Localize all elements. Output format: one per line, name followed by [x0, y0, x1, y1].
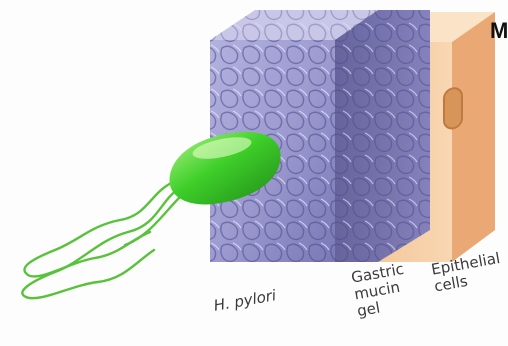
flagellum-3: [125, 195, 182, 245]
flagellum-2: [22, 188, 180, 298]
flagellum-1: [24, 180, 178, 276]
flagella: [22, 180, 182, 298]
epithelium-side-face: [452, 12, 495, 262]
label-gastric-mucin-gel: Gastric mucin gel: [350, 261, 411, 320]
corner-letter: M: [490, 18, 508, 44]
cell-nucleus: [444, 87, 462, 130]
